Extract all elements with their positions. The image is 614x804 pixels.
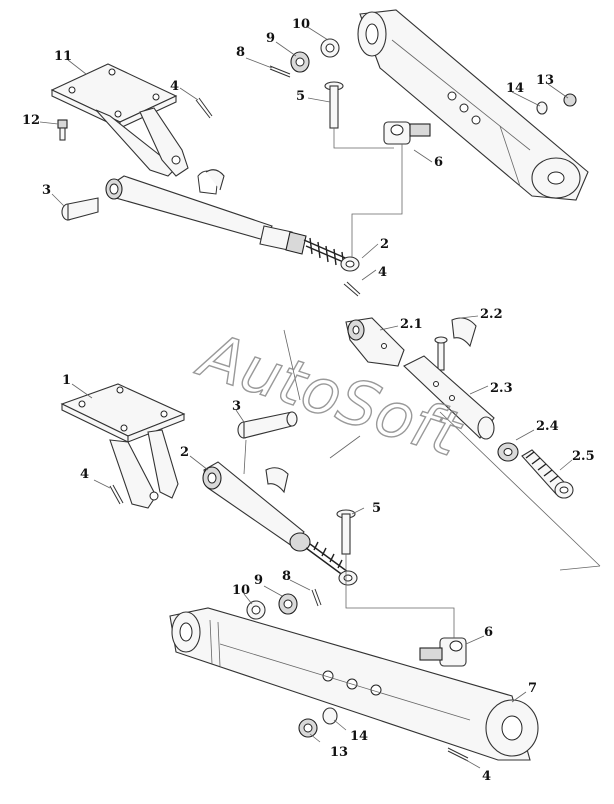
pin-5-lower bbox=[336, 509, 356, 555]
callout-12: 12 bbox=[22, 113, 40, 128]
callout-10: 10 bbox=[232, 583, 250, 598]
mounting-bracket-upper bbox=[50, 63, 189, 177]
lower-link-arm-upper bbox=[357, 9, 589, 201]
callout-6: 6 bbox=[484, 625, 493, 640]
callout-1: 1 bbox=[62, 373, 71, 388]
threaded-rod-2-5 bbox=[521, 449, 574, 499]
cotter-pin-8-lower bbox=[311, 588, 322, 607]
cotter-pin-4-upper-left bbox=[195, 97, 213, 119]
callout-14: 14 bbox=[350, 729, 368, 744]
callout-14: 14 bbox=[506, 81, 524, 96]
callout-13: 13 bbox=[536, 73, 554, 88]
nut-13-lower bbox=[298, 718, 318, 738]
swivel-6-lower bbox=[419, 637, 467, 667]
cotter-pin-8-upper bbox=[269, 65, 291, 78]
turnbuckle-upper bbox=[105, 169, 360, 272]
pin-3-lower bbox=[237, 411, 298, 439]
nut-13-upper bbox=[563, 93, 577, 107]
callout-2-5: 2.5 bbox=[572, 449, 595, 464]
leader-lines-middle bbox=[283, 315, 601, 571]
callout-2-3: 2.3 bbox=[490, 381, 513, 396]
callout-3: 3 bbox=[42, 183, 51, 198]
cotter-pin-4-upper-bottom bbox=[343, 281, 361, 297]
callout-labels: 11 12 4 8 9 10 5 14 13 6 3 2 4 2.1 2.2 2… bbox=[22, 17, 595, 784]
callout-2-4: 2.4 bbox=[536, 419, 559, 434]
clevis-2-1 bbox=[345, 317, 405, 367]
turnbuckle-lower bbox=[202, 461, 358, 586]
cotter-pin-4-lower-left bbox=[109, 484, 124, 505]
callout-2-2: 2.2 bbox=[480, 307, 503, 322]
callout-2: 2 bbox=[180, 445, 189, 460]
castle-nut-9-lower bbox=[278, 593, 298, 615]
callout-8: 8 bbox=[282, 569, 291, 584]
callout-10: 10 bbox=[292, 17, 310, 32]
callout-2-1: 2.1 bbox=[400, 317, 423, 332]
callout-11: 11 bbox=[54, 49, 72, 64]
callout-13: 13 bbox=[330, 745, 348, 760]
callout-2: 2 bbox=[380, 237, 389, 252]
callout-9: 9 bbox=[266, 31, 275, 46]
mounting-bracket-lower bbox=[60, 383, 186, 509]
bolt-12-upper bbox=[57, 119, 68, 141]
washer-10-lower bbox=[246, 600, 266, 620]
nut-2-4 bbox=[497, 442, 519, 462]
castle-nut-9-upper bbox=[290, 51, 310, 73]
upper-assembly bbox=[39, 9, 589, 297]
pin-3-upper bbox=[61, 197, 99, 221]
tube-2-3 bbox=[403, 355, 495, 440]
middle-assembly bbox=[283, 315, 601, 571]
washer-14-lower bbox=[322, 707, 338, 725]
cotter-pin-4-lower-right bbox=[447, 747, 469, 762]
callout-4: 4 bbox=[80, 467, 89, 482]
clip-2-2 bbox=[434, 317, 477, 371]
callout-7: 7 bbox=[528, 681, 537, 696]
callout-6: 6 bbox=[434, 155, 443, 170]
washer-10-upper bbox=[320, 38, 340, 58]
callout-3: 3 bbox=[232, 399, 241, 414]
lower-assembly bbox=[60, 383, 539, 769]
callout-5: 5 bbox=[372, 501, 381, 516]
callout-4: 4 bbox=[170, 79, 179, 94]
leader-lines-upper bbox=[39, 25, 569, 281]
callout-9: 9 bbox=[254, 573, 263, 588]
washer-14-upper bbox=[536, 101, 548, 115]
callout-5: 5 bbox=[296, 89, 305, 104]
swivel-6-upper bbox=[383, 121, 431, 145]
callout-8: 8 bbox=[236, 45, 245, 60]
watermark-text: AutoSoft bbox=[188, 317, 471, 471]
pin-5-upper bbox=[324, 81, 344, 129]
lower-link-arm-lower bbox=[169, 607, 539, 761]
leader-lines-lower bbox=[71, 383, 527, 769]
callout-4: 4 bbox=[482, 769, 491, 784]
callout-4: 4 bbox=[378, 265, 387, 280]
